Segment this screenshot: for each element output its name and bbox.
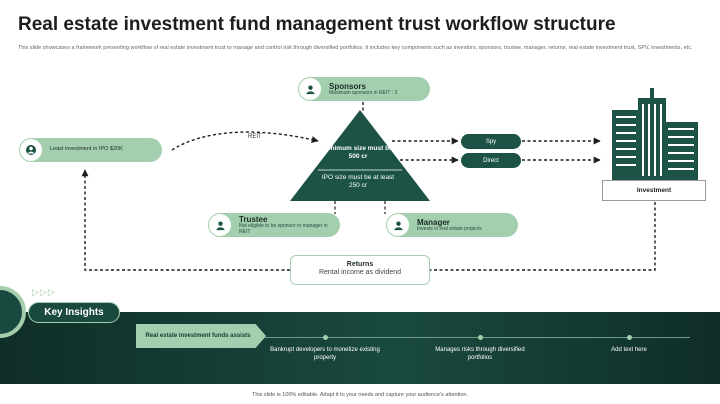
insight-text-3: Add text here <box>611 347 647 353</box>
returns-title: Returns <box>346 261 374 268</box>
investor-text: Least investment in IPO $20K <box>50 146 123 153</box>
trustee-sub: Not eligible to be sponsor or manager in… <box>239 222 328 235</box>
sponsors-sub: Maximum sponsors in REIT : 3 <box>329 89 398 96</box>
building-icon <box>612 88 698 180</box>
investment-box: Investment <box>602 180 706 201</box>
sponsors-pill: Sponsors Maximum sponsors in REIT : 3 <box>298 77 430 101</box>
trustee-pill: Trustee Not eligible to be sponsor or ma… <box>208 213 340 237</box>
insight-text-2: Manages risks through diversified portfo… <box>435 347 525 361</box>
trustee-label: Trustee <box>239 214 268 224</box>
user-icon <box>20 139 42 161</box>
page-subtitle: This slide showcases a framework present… <box>18 45 693 51</box>
reit-label: REIT <box>248 134 262 140</box>
manager-sub: Invests in real estate projects <box>417 225 482 232</box>
ipo-size-text: IPO size must be at least 250 cr <box>321 174 395 189</box>
returns-box: Returns Rental income as dividend <box>290 255 430 285</box>
arrow-dots-icon: ▷▷▷ <box>32 287 56 297</box>
footer-note: This slide is 100% editable. Adapt it to… <box>252 392 468 398</box>
page-title: Real estate investment fund management t… <box>18 14 616 35</box>
user-icon <box>387 214 409 236</box>
insight-dot <box>323 335 328 340</box>
sponsors-label: Sponsors <box>329 81 366 91</box>
spy-oval: Spy <box>461 134 521 149</box>
investor-pill: Least investment in IPO $20K <box>19 138 162 162</box>
returns-loop-connector <box>85 170 656 271</box>
key-insights-band <box>0 312 720 384</box>
user-icon <box>209 214 231 236</box>
reit-triangle <box>290 110 430 201</box>
manager-label: Manager <box>417 217 450 227</box>
manager-pill: Manager Invests in real estate projects <box>386 213 518 237</box>
returns-sub: Rental income as dividend <box>318 269 402 276</box>
insight-dot <box>478 335 483 340</box>
investor-to-reit-connector <box>171 131 319 151</box>
insights-lead-arrow: Real estate investment funds assists <box>136 324 266 348</box>
insights-timeline <box>150 337 690 338</box>
user-icon <box>299 78 321 100</box>
direct-oval: Direct <box>461 153 521 168</box>
minimum-size-text: Minimum size must be 500 cr <box>323 145 393 160</box>
insight-text-1: Bankrupt developers to monetize existing… <box>270 347 380 361</box>
key-insights-heading: Key Insights <box>28 302 120 323</box>
insight-dot <box>627 335 632 340</box>
